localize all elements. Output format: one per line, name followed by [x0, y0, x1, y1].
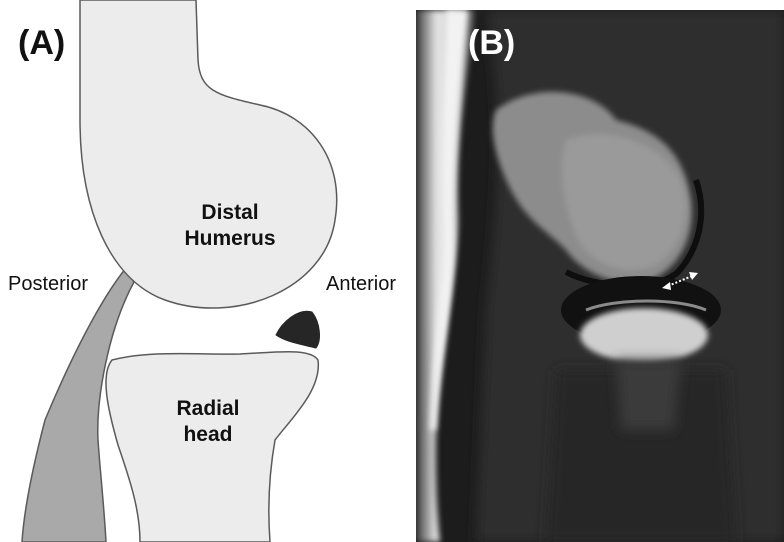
humerus-label-line1: Distal [150, 200, 310, 226]
elbow-diagram-svg [0, 0, 416, 542]
distal-humerus-label: Distal Humerus [150, 200, 310, 252]
panel-a-label: (A) [18, 26, 65, 60]
radial-label-line2: head [128, 422, 288, 448]
panel-b-label: (B) [468, 26, 515, 60]
posterior-label: Posterior [8, 272, 88, 296]
distal-humerus-shape [80, 0, 337, 308]
mri-radial-head [580, 308, 708, 362]
mri-radial-neck [616, 360, 681, 430]
panel-a-diagram: Distal Humerus Radial head Posterior Ant… [0, 0, 416, 542]
radial-label-line1: Radial [128, 396, 288, 422]
mri-image-svg [416, 10, 784, 542]
humerus-label-line2: Humerus [150, 226, 310, 252]
panel-b-mri-image [416, 10, 784, 542]
anterior-label: Anterior [326, 272, 396, 296]
radial-head-label: Radial head [128, 396, 288, 448]
anterior-fat-pad [276, 311, 319, 348]
